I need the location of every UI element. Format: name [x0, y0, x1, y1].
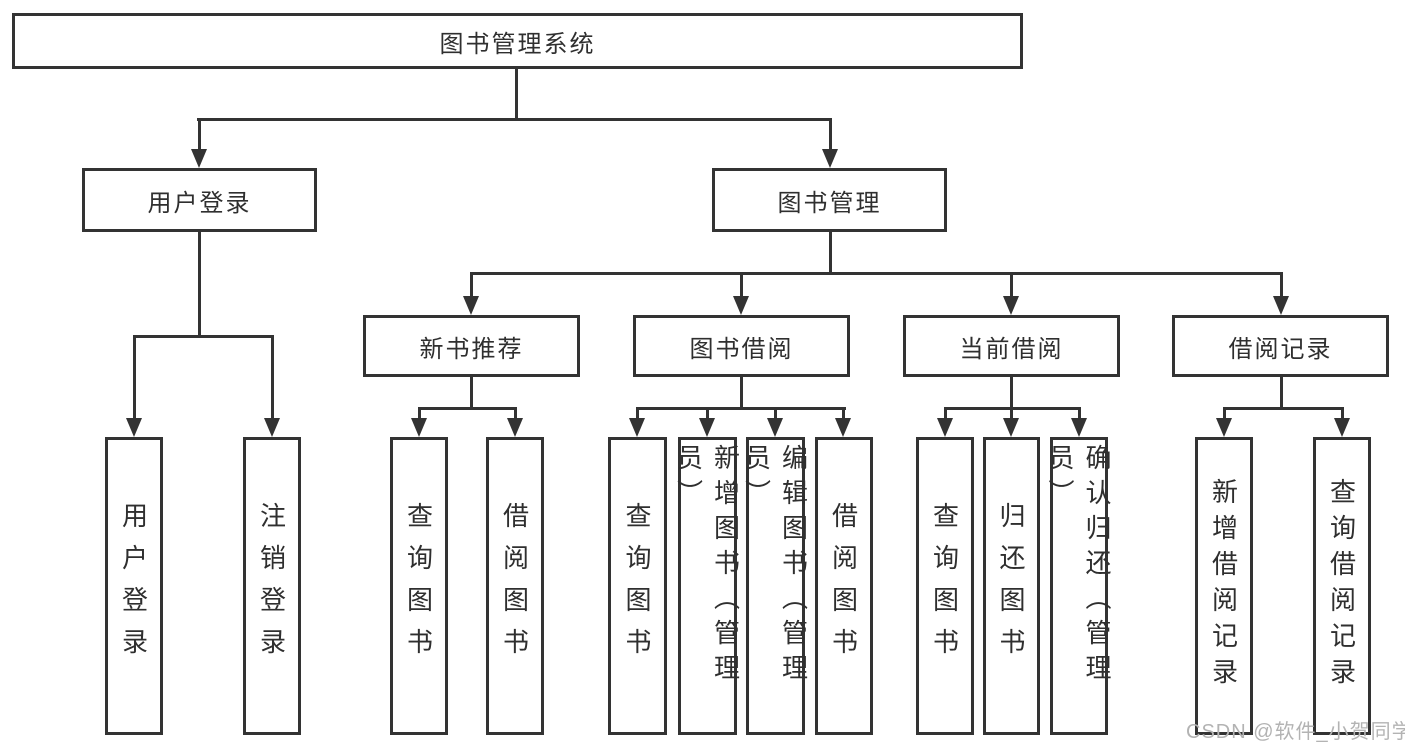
leaf-cb-return-books: 归还图书	[983, 437, 1040, 735]
connector-line	[944, 407, 947, 420]
connector-line	[1010, 272, 1013, 298]
arrow-down-icon	[822, 149, 838, 168]
connector-line	[470, 377, 473, 410]
arrow-down-icon	[1003, 296, 1019, 315]
arrow-down-icon	[191, 149, 207, 168]
connector-line	[636, 407, 846, 410]
arrow-down-icon	[835, 418, 851, 437]
connector-line	[774, 407, 777, 420]
leaf-bb-edit-books-admin: 编辑图书（管理员）	[742, 437, 809, 735]
connector-line	[470, 272, 1282, 275]
connector-line	[418, 407, 421, 420]
arrow-down-icon	[767, 418, 783, 437]
connector-line	[1280, 272, 1283, 298]
connector-line	[706, 407, 709, 420]
node-new-book-recommendation: 新书推荐	[363, 315, 580, 377]
connector-line	[470, 272, 473, 298]
leaf-rec-search-books: 查询图书	[390, 437, 448, 735]
connector-line	[842, 407, 845, 420]
arrow-down-icon	[1334, 418, 1350, 437]
leaf-br-search-record: 查询借阅记录	[1313, 437, 1371, 735]
connector-line	[133, 335, 274, 338]
node-book-borrowing: 图书借阅	[633, 315, 850, 377]
arrow-down-icon	[507, 418, 523, 437]
connector-line	[1341, 407, 1344, 420]
connector-line	[829, 118, 832, 150]
node-book-management: 图书管理	[712, 168, 947, 232]
arrow-down-icon	[463, 296, 479, 315]
arrow-down-icon	[699, 418, 715, 437]
connector-line	[1078, 407, 1081, 420]
connector-line	[1010, 407, 1013, 420]
connector-line	[1010, 377, 1013, 410]
connector-line	[514, 407, 517, 420]
arrow-down-icon	[264, 418, 280, 437]
connector-line	[271, 335, 274, 420]
arrow-down-icon	[1003, 418, 1019, 437]
arrow-down-icon	[126, 418, 142, 437]
connector-line	[829, 232, 832, 275]
connector-line	[198, 118, 201, 150]
connector-line	[197, 118, 832, 121]
arrow-down-icon	[1071, 418, 1087, 437]
connector-line	[636, 407, 639, 420]
leaf-bb-add-books-admin: 新增图书（管理员）	[674, 437, 741, 735]
connector-line	[198, 232, 201, 337]
node-borrowing-records: 借阅记录	[1172, 315, 1389, 377]
leaf-bb-search-books: 查询图书	[608, 437, 667, 735]
watermark-text: CSDN @软件_小贺同学	[1186, 721, 1405, 743]
connector-line	[133, 335, 136, 420]
arrow-down-icon	[733, 296, 749, 315]
leaf-br-add-record: 新增借阅记录	[1195, 437, 1253, 735]
connector-line	[1280, 377, 1283, 410]
node-library-management-system: 图书管理系统	[12, 13, 1023, 69]
node-user-login: 用户登录	[82, 168, 317, 232]
leaf-cb-confirm-return-admin: 确认归还（管理员）	[1045, 437, 1112, 735]
connector-line	[1223, 407, 1344, 410]
arrow-down-icon	[1216, 418, 1232, 437]
leaf-rec-borrow-books: 借阅图书	[486, 437, 544, 735]
connector-line	[1223, 407, 1226, 420]
connector-line	[418, 407, 517, 410]
node-current-borrowing: 当前借阅	[903, 315, 1120, 377]
leaf-user-login: 用户登录	[105, 437, 163, 735]
arrow-down-icon	[937, 418, 953, 437]
connector-line	[515, 69, 518, 120]
connector-line	[740, 272, 743, 298]
leaf-cb-search-books: 查询图书	[916, 437, 974, 735]
leaf-bb-borrow-books: 借阅图书	[815, 437, 873, 735]
arrow-down-icon	[1273, 296, 1289, 315]
arrow-down-icon	[629, 418, 645, 437]
leaf-logout-login: 注销登录	[243, 437, 301, 735]
arrow-down-icon	[411, 418, 427, 437]
connector-line	[740, 377, 743, 410]
